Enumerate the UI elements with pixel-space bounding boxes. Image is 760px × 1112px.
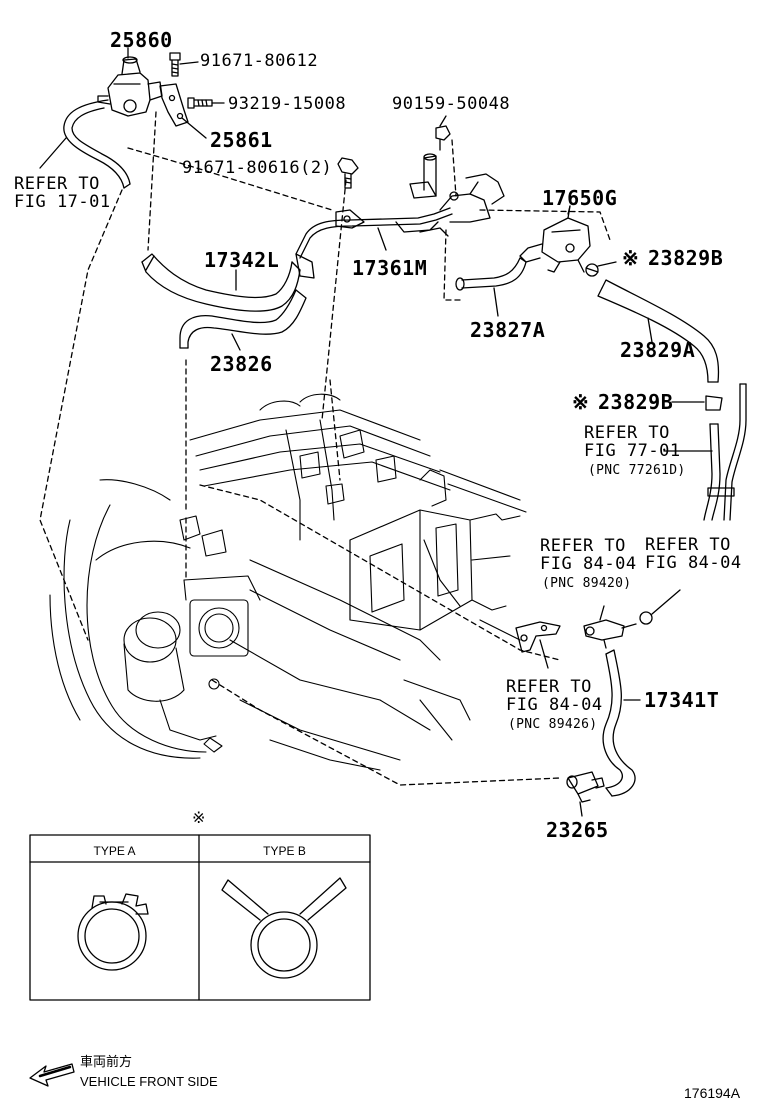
refer-fig-84-04-c-pnc: (PNC 89426) [508, 717, 598, 732]
leader-23827a [493, 287, 499, 317]
part-number-17342l: 17342L [204, 248, 280, 272]
hose-17341t-drawing [602, 649, 636, 797]
refer-fig-77-01-line1: REFER TO [584, 423, 670, 443]
part-number-23829b-lower: 23829B [598, 390, 674, 414]
leader-17650g [567, 205, 571, 215]
bolt-93219-15008-drawing [187, 97, 213, 109]
part-number-23829a: 23829A [620, 338, 696, 362]
part-number-23826: 23826 [210, 352, 273, 376]
refer-fig-17-01-line1: REFER TO [14, 174, 100, 194]
refer-fig-84-04-c-line2: FIG 84-04 [506, 695, 603, 715]
bolt-91671-80612-drawing [169, 52, 181, 77]
leader-refer-84-04-c [539, 639, 549, 669]
part-number-17361m: 17361M [352, 256, 428, 280]
kome-mark-table: ※ [192, 808, 206, 827]
leader-23265 [579, 801, 583, 817]
part-number-17650g: 17650G [542, 186, 618, 210]
type-b-header: TYPE B [263, 844, 306, 858]
leader-91671-80612 [179, 61, 199, 65]
vehicle-front-jp-label: 車両前方 [80, 1055, 133, 1070]
hose-23827a-drawing [455, 257, 527, 291]
refer-fig-77-01-line2: FIG 77-01 [584, 441, 681, 461]
nut-refer-84-04-drawing [639, 589, 681, 625]
part-number-23265: 23265 [546, 818, 609, 842]
part-number-91671-80612: 91671-80612 [200, 51, 319, 71]
bracket-refer-84-04-drawing [515, 621, 561, 653]
part-number-93219-15008: 93219-15008 [228, 94, 347, 114]
part-number-23829b-upper: 23829B [648, 246, 724, 270]
leader-17361m [377, 227, 387, 251]
hose-refer-17-01-drawing [63, 99, 131, 189]
bolt-91671-80616-drawing [337, 157, 359, 189]
leader-refer-17-01 [39, 137, 67, 169]
leader-refer-84-04-a [599, 605, 605, 621]
vehicle-front-en-label: VEHICLE FRONT SIDE [80, 1074, 218, 1089]
leader-25861 [181, 117, 207, 139]
kome-mark-23829b-upper: ※ [622, 246, 640, 270]
figure-id: 176194A [684, 1085, 741, 1101]
part-number-91671-80616: 91671-80616(2) [182, 158, 333, 178]
sensor-23265-drawing [566, 771, 605, 803]
kome-mark-23829b-lower: ※ [572, 390, 590, 414]
part-number-90159-50048: 90159-50048 [392, 94, 511, 114]
leader-23829a [647, 317, 653, 343]
refer-fig-84-04-c-line1: REFER TO [506, 677, 592, 697]
refer-fig-84-04-a-line2: FIG 84-04 [540, 554, 637, 574]
leader-23826 [231, 333, 241, 351]
refer-fig-84-04-b-line1: REFER TO [645, 535, 731, 555]
vehicle-front-arrow [29, 1063, 75, 1087]
vsv-17650g-drawing [519, 205, 591, 273]
vsv-25860-drawing [97, 56, 163, 117]
part-number-17341t: 17341T [644, 688, 720, 712]
engine-assembly-drawing [49, 393, 527, 771]
pipe-17361m-drawing [295, 153, 505, 279]
leader-90159-50048 [439, 115, 447, 127]
clip-23829b-upper-drawing [585, 261, 617, 277]
sensor-refer-84-04-drawing [583, 619, 637, 649]
clip-23829b-lower-drawing [671, 395, 723, 411]
bracket-25861-drawing [159, 83, 189, 127]
part-number-23827a: 23827A [470, 318, 546, 342]
refer-fig-77-01-pnc: (PNC 77261D) [588, 463, 686, 478]
refer-fig-17-01-line2: FIG 17-01 [14, 192, 111, 212]
type-a-header: TYPE A [93, 844, 136, 858]
bolt-90159-50048-drawing [435, 125, 451, 151]
refer-fig-84-04-a-pnc: (PNC 89420) [542, 576, 632, 591]
part-number-25860: 25860 [110, 28, 173, 52]
hose-refer-77-01-drawing [703, 383, 747, 521]
hose-17342l-drawing [141, 253, 301, 312]
refer-fig-84-04-b-line2: FIG 84-04 [645, 553, 742, 573]
clamp-type-table [29, 834, 371, 1001]
refer-fig-84-04-a-line1: REFER TO [540, 536, 626, 556]
part-number-25861: 25861 [210, 128, 273, 152]
hose-23829a-drawing [597, 279, 720, 383]
hose-23826-drawing [179, 289, 307, 349]
